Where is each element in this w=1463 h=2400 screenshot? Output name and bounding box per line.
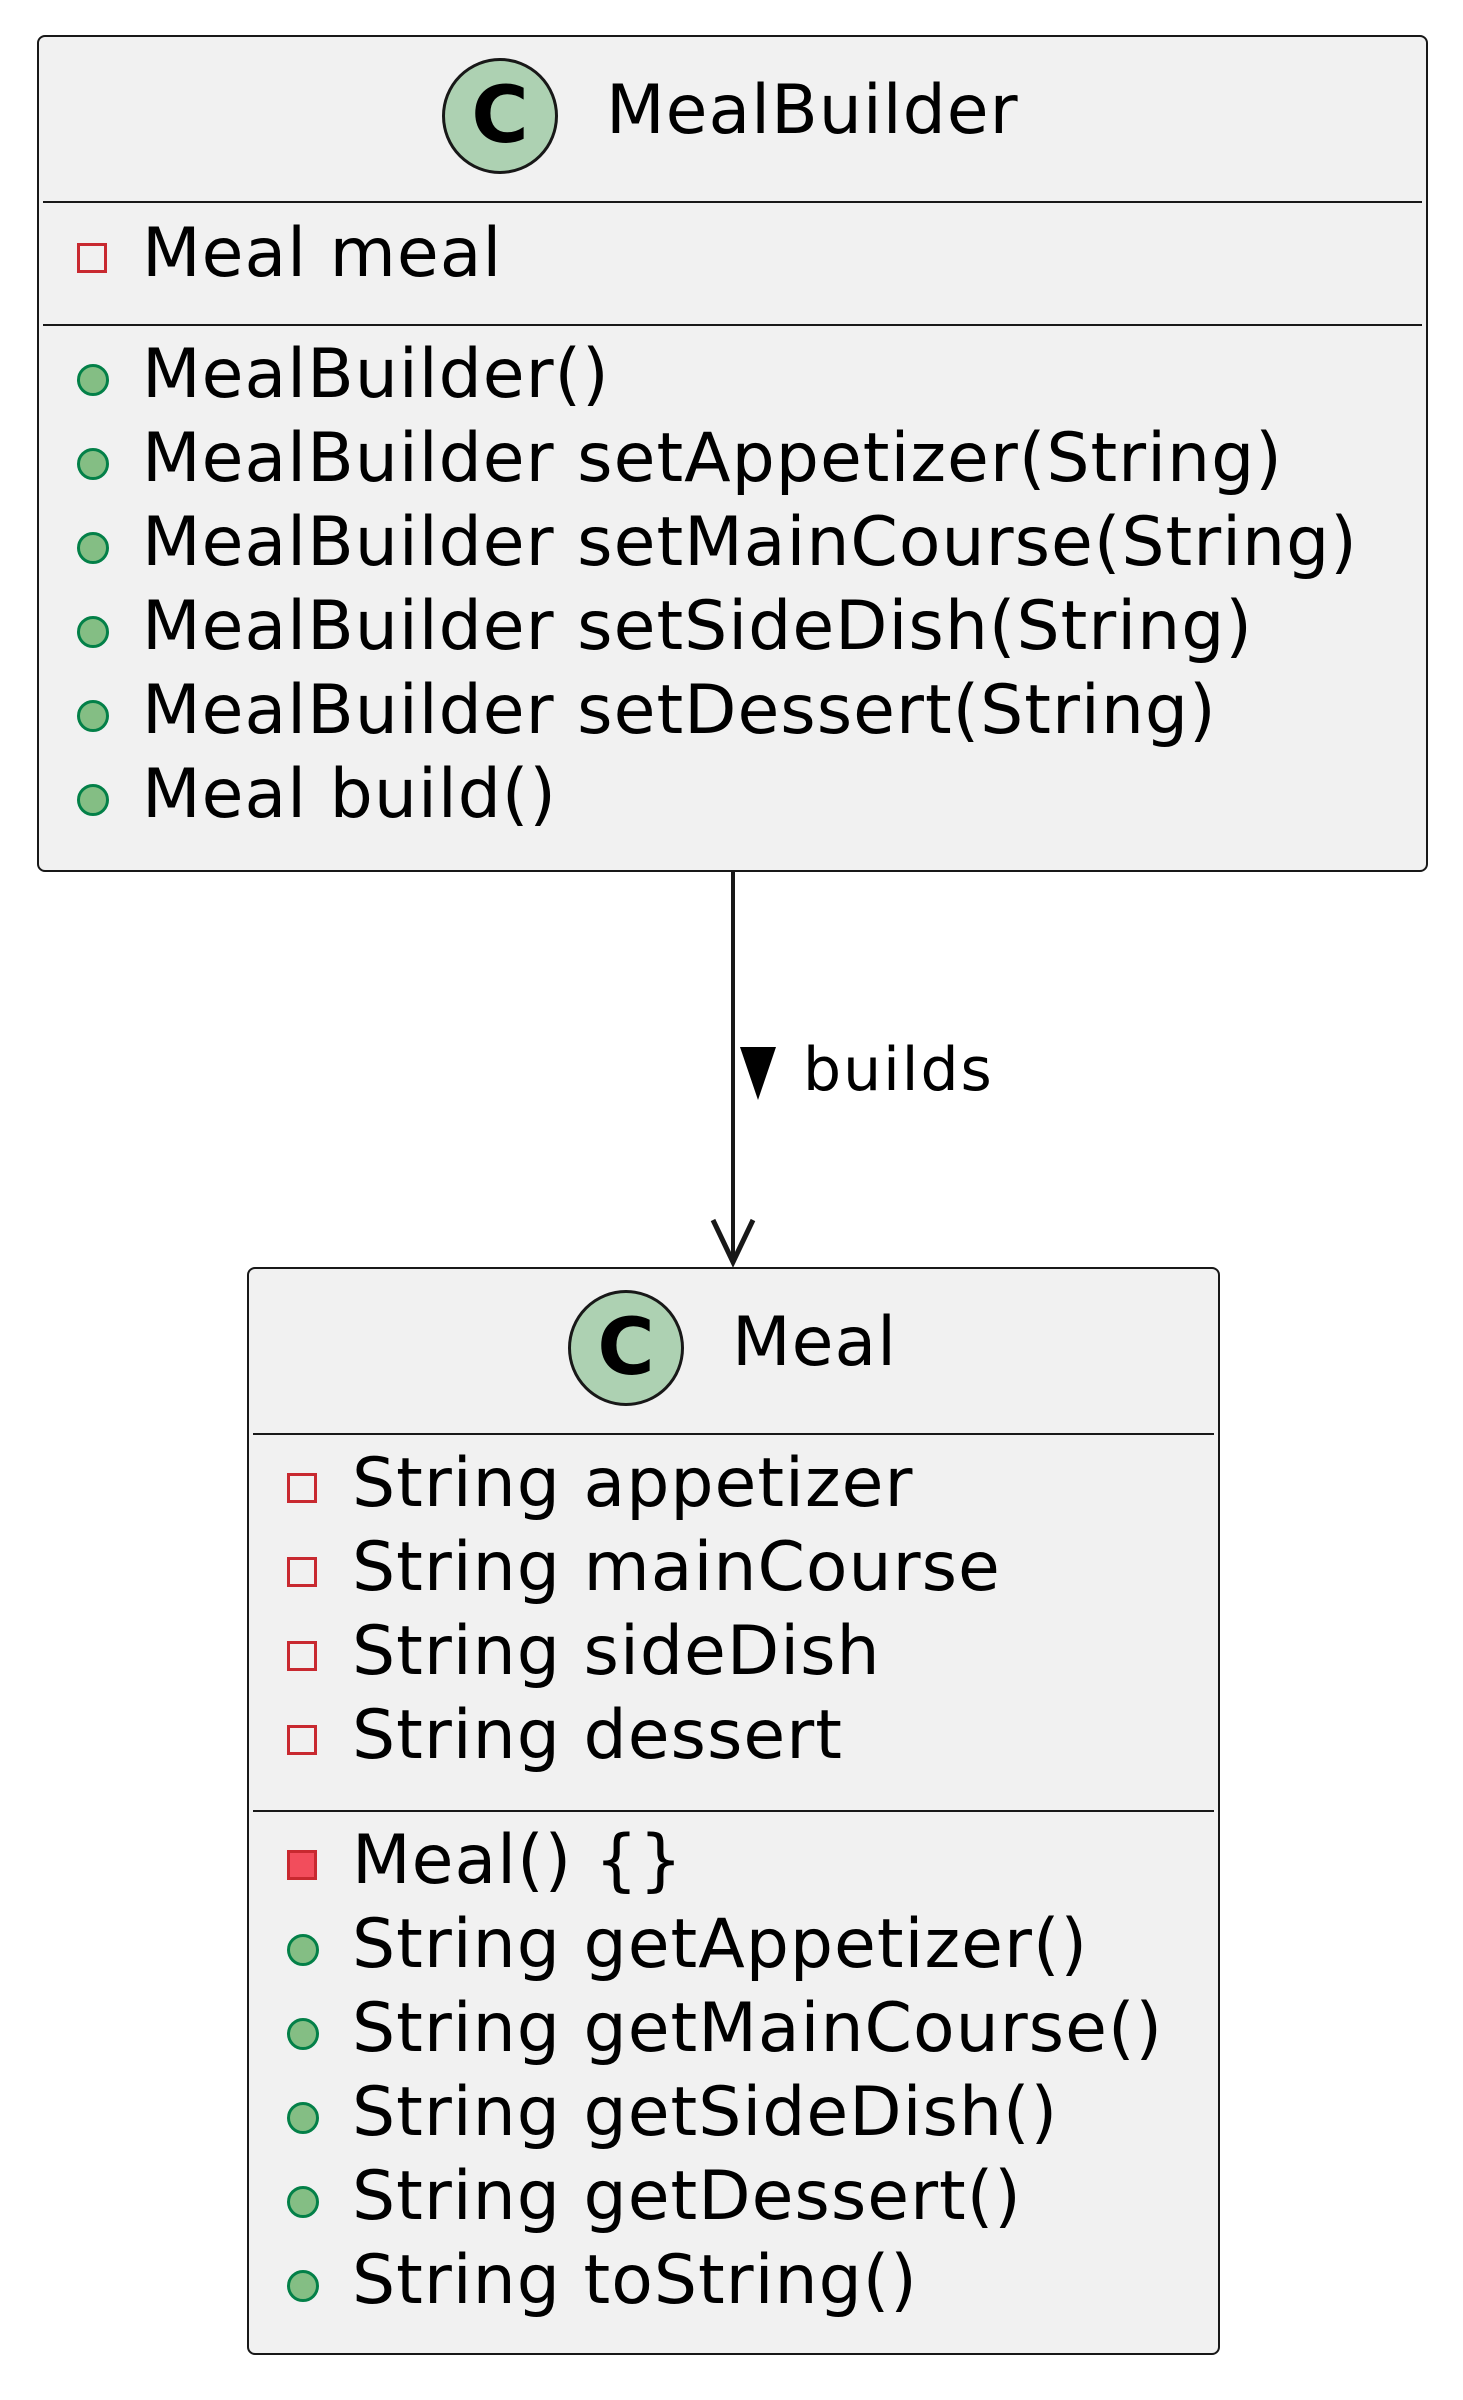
public-method-icon — [77, 364, 109, 396]
private-method-icon — [287, 1850, 317, 1880]
public-method-icon — [287, 2102, 319, 2134]
field-text: String sideDish — [352, 1612, 881, 1691]
private-field-icon — [287, 1725, 317, 1755]
fields-section: Meal meal — [39, 203, 1426, 324]
public-method-icon — [287, 1934, 319, 1966]
methods-section: MealBuilder() MealBuilder setAppetizer(S… — [39, 326, 1426, 834]
divider — [43, 201, 1422, 203]
public-method-icon — [77, 448, 109, 480]
class-stereotype-icon: C — [442, 58, 558, 174]
public-method-icon — [77, 616, 109, 648]
divider — [253, 1433, 1214, 1435]
method-row: MealBuilder() — [39, 330, 1426, 414]
field-row: String appetizer — [249, 1439, 1218, 1523]
public-method-icon — [77, 784, 109, 816]
method-text: String getAppetizer() — [352, 1905, 1088, 1984]
public-method-icon — [287, 2270, 319, 2302]
relation-label: builds — [803, 1035, 994, 1105]
class-header: C Meal — [249, 1269, 1218, 1433]
private-field-icon — [287, 1641, 317, 1671]
method-row: Meal() {} — [249, 1816, 1218, 1900]
public-method-icon — [287, 2186, 319, 2218]
class-stereotype-letter: C — [471, 71, 529, 161]
class-stereotype-letter: C — [597, 1303, 655, 1393]
field-text: Meal meal — [142, 214, 503, 293]
method-row: String getMainCourse() — [249, 1984, 1218, 2068]
method-row: MealBuilder setMainCourse(String) — [39, 498, 1426, 582]
method-text: MealBuilder setAppetizer(String) — [142, 419, 1283, 498]
class-stereotype-icon: C — [568, 1290, 684, 1406]
method-text: String toString() — [352, 2241, 918, 2320]
method-text: MealBuilder setDessert(String) — [142, 671, 1217, 750]
method-row: MealBuilder setDessert(String) — [39, 666, 1426, 750]
methods-section: Meal() {} String getAppetizer() String g… — [249, 1812, 1218, 2320]
method-text: MealBuilder setMainCourse(String) — [142, 503, 1358, 582]
public-method-icon — [77, 700, 109, 732]
field-row: String dessert — [249, 1691, 1218, 1775]
method-text: String getDessert() — [352, 2157, 1022, 2236]
method-row: String getDessert() — [249, 2152, 1218, 2236]
method-row: MealBuilder setAppetizer(String) — [39, 414, 1426, 498]
private-field-icon — [77, 243, 107, 273]
fields-section: String appetizer String mainCourse Strin… — [249, 1435, 1218, 1810]
class-header: C MealBuilder — [39, 37, 1426, 201]
method-text: MealBuilder() — [142, 335, 610, 414]
field-row: String mainCourse — [249, 1523, 1218, 1607]
arrowhead-icon — [710, 1218, 756, 1268]
method-row: MealBuilder setSideDish(String) — [39, 582, 1426, 666]
private-field-icon — [287, 1473, 317, 1503]
private-field-icon — [287, 1557, 317, 1587]
method-text: Meal() {} — [352, 1821, 684, 1900]
method-row: String toString() — [249, 2236, 1218, 2320]
public-method-icon — [287, 2018, 319, 2050]
divider — [253, 1810, 1214, 1812]
class-box-mealbuilder[interactable]: C MealBuilder Meal meal MealBuilder() Me… — [37, 35, 1428, 872]
class-name: Meal — [732, 1303, 898, 1382]
method-text: MealBuilder setSideDish(String) — [142, 587, 1253, 666]
method-row: Meal build() — [39, 750, 1426, 834]
public-method-icon — [77, 532, 109, 564]
field-row: String sideDish — [249, 1607, 1218, 1691]
divider — [43, 324, 1422, 326]
field-text: String mainCourse — [352, 1528, 1001, 1607]
method-row: String getSideDish() — [249, 2068, 1218, 2152]
class-box-meal[interactable]: C Meal String appetizer String mainCours… — [247, 1267, 1220, 2355]
method-text: String getMainCourse() — [352, 1989, 1164, 2068]
class-name: MealBuilder — [606, 71, 1019, 150]
field-text: String appetizer — [352, 1444, 914, 1523]
method-text: String getSideDish() — [352, 2073, 1059, 2152]
method-text: Meal build() — [142, 755, 557, 834]
direction-triangle-icon — [740, 1047, 776, 1100]
method-row: String getAppetizer() — [249, 1900, 1218, 1984]
field-text: String dessert — [352, 1696, 843, 1775]
field-row: Meal meal — [39, 209, 1426, 293]
